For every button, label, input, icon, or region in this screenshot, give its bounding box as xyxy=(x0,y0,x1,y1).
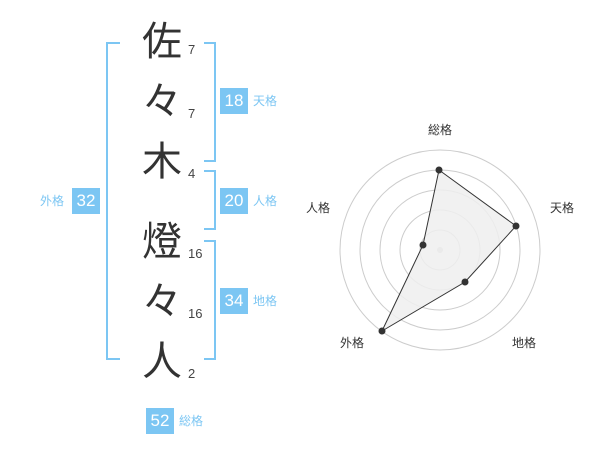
name-kanji-4: 燈 xyxy=(142,219,182,265)
radar-label-jinkaku: 人格 xyxy=(306,200,330,215)
name-kanji-6: 人 xyxy=(142,339,182,385)
radar-point-soukaku xyxy=(435,166,443,174)
radar-label-gaikaku: 外格 xyxy=(340,335,364,350)
chikaku-label: 地格 xyxy=(253,294,278,308)
radar-point-gaikaku xyxy=(378,327,386,335)
name-kanji-1: 佐 xyxy=(142,19,182,65)
stroke-count-5: 16 xyxy=(188,306,203,321)
radar-point-jinkaku xyxy=(419,241,427,249)
gaikaku-badge: 32 xyxy=(72,188,100,214)
stroke-count-1: 7 xyxy=(188,42,196,57)
radar-label-soukaku: 総格 xyxy=(428,122,452,137)
chikaku-badge: 34 xyxy=(220,288,248,314)
radar-area xyxy=(380,169,517,333)
radar-points xyxy=(378,166,520,335)
jinkaku-badge: 20 xyxy=(220,188,248,214)
chikaku-bracket xyxy=(204,240,216,360)
tenkaku-bracket xyxy=(204,42,216,162)
tenkaku-label: 天格 xyxy=(253,94,278,108)
stroke-count-2: 7 xyxy=(188,106,196,121)
name-kanji-3: 木 xyxy=(142,139,182,185)
jinkaku-bracket xyxy=(204,170,216,230)
gaikaku-bracket xyxy=(106,42,120,360)
tenkaku-badge: 18 xyxy=(220,88,248,114)
radar-point-tenkaku xyxy=(512,222,520,230)
soukaku-label: 総格 xyxy=(179,414,204,428)
name-kanji-5: 々 xyxy=(142,279,182,325)
radar-point-chikaku xyxy=(461,278,469,286)
stroke-count-6: 2 xyxy=(188,366,196,381)
stroke-count-4: 16 xyxy=(188,246,203,261)
stroke-count-3: 4 xyxy=(188,166,196,181)
jinkaku-label: 人格 xyxy=(253,194,278,208)
gaikaku-label: 外格 xyxy=(40,194,65,208)
name-kanji-2: 々 xyxy=(142,79,182,125)
soukaku-badge: 52 xyxy=(146,408,174,434)
radar-label-tenkaku: 天格 xyxy=(550,200,574,215)
radar-ring xyxy=(339,149,541,351)
radar-label-chikaku: 地格 xyxy=(512,335,536,350)
